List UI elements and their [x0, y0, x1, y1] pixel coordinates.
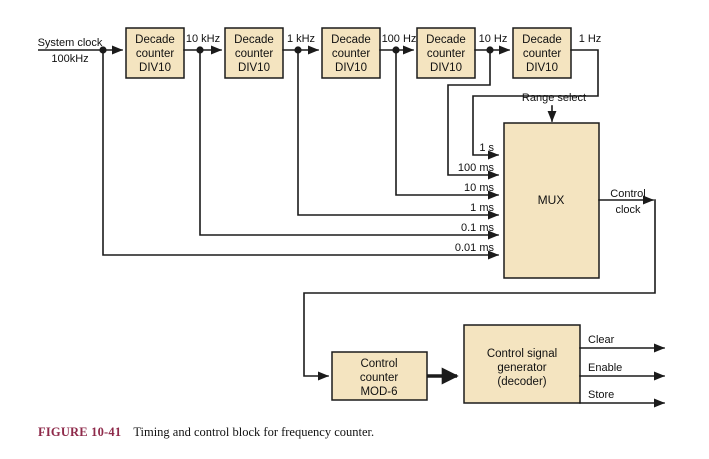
mux-label: MUX: [538, 193, 565, 207]
wire-tap-100khz-to-mux: [102, 49, 500, 260]
system-clock-label-line2: 100kHz: [51, 53, 88, 65]
control-counter-line1: Control: [360, 358, 397, 370]
wire-tap-1khz-to-mux: [297, 49, 500, 220]
control-counter-line2: counter: [360, 372, 399, 384]
wire-tap-1hz-to-mux: [472, 49, 599, 160]
control-clock-label-line2: clock: [615, 204, 641, 216]
control-signal-generator-line2: generator: [497, 362, 546, 374]
figure-number: FIGURE 10-41: [38, 425, 122, 439]
mux-input-label-0-01ms: 0.01 ms: [455, 242, 495, 254]
decade-counter-3-line1: Decade: [331, 34, 371, 46]
decade-counter-3-line2: counter: [332, 48, 371, 60]
decade-counter-block-3: [321, 27, 381, 79]
output-label-enable: Enable: [588, 362, 622, 374]
wire-tap-10hz-to-mux: [447, 49, 500, 180]
decade-counter-block-5: [512, 27, 572, 79]
decade-counter-5-line1: Decade: [522, 34, 562, 46]
decade-counter-block-1: [125, 27, 185, 79]
figure-caption-text: Timing and control block for frequency c…: [133, 425, 375, 439]
tap-label-1khz: 1 kHz: [287, 33, 315, 45]
wire-tap-100hz-to-mux: [395, 49, 500, 200]
figure-caption: FIGURE 10-41 Timing and control block for…: [38, 424, 678, 441]
decade-counter-4-line2: counter: [427, 48, 466, 60]
range-select-label: Range select: [522, 92, 586, 104]
decade-counter-3-line3: DIV10: [335, 62, 367, 74]
wire-control-clock-to-counter: [303, 199, 656, 381]
mux-input-label-10ms: 10 ms: [464, 182, 494, 194]
decade-counter-5-line2: counter: [523, 48, 562, 60]
tap-label-100hz: 100 Hz: [382, 33, 417, 45]
decade-counter-block-2: [224, 27, 284, 79]
control-counter-line3: MOD-6: [360, 386, 397, 398]
system-clock-label-line1: System clock: [38, 37, 103, 49]
tap-label-1hz: 1 Hz: [579, 33, 602, 45]
output-label-clear: Clear: [588, 334, 615, 346]
output-label-store: Store: [588, 389, 614, 401]
decade-counter-1-line3: DIV10: [139, 62, 171, 74]
control-counter-block: [331, 351, 428, 401]
decade-counter-2-line2: counter: [235, 48, 274, 60]
control-signal-generator-line3: (decoder): [497, 376, 546, 388]
decade-counter-2-line3: DIV10: [238, 62, 270, 74]
mux-input-label-1s: 1 s: [479, 142, 494, 154]
decade-counter-4-line1: Decade: [426, 34, 466, 46]
control-signal-generator-block: [463, 324, 581, 404]
control-clock-label-line1: Control: [610, 188, 645, 200]
wire-tap-10khz-to-mux: [199, 49, 500, 240]
decade-counter-2-line1: Decade: [234, 34, 274, 46]
decade-counter-block-4: [416, 27, 476, 79]
mux-input-label-0-1ms: 0.1 ms: [461, 222, 495, 234]
mux-input-label-1ms: 1 ms: [470, 202, 494, 214]
mux-input-label-100ms: 100 ms: [458, 162, 495, 174]
mux-block: [503, 122, 600, 279]
tap-label-10khz: 10 kHz: [186, 33, 220, 45]
tap-label-10hz: 10 Hz: [479, 33, 508, 45]
control-signal-generator-line1: Control signal: [487, 348, 557, 360]
decade-counter-5-line3: DIV10: [526, 62, 558, 74]
decade-counter-1-line2: counter: [136, 48, 175, 60]
decade-counter-4-line3: DIV10: [430, 62, 462, 74]
decade-counter-1-line1: Decade: [135, 34, 175, 46]
